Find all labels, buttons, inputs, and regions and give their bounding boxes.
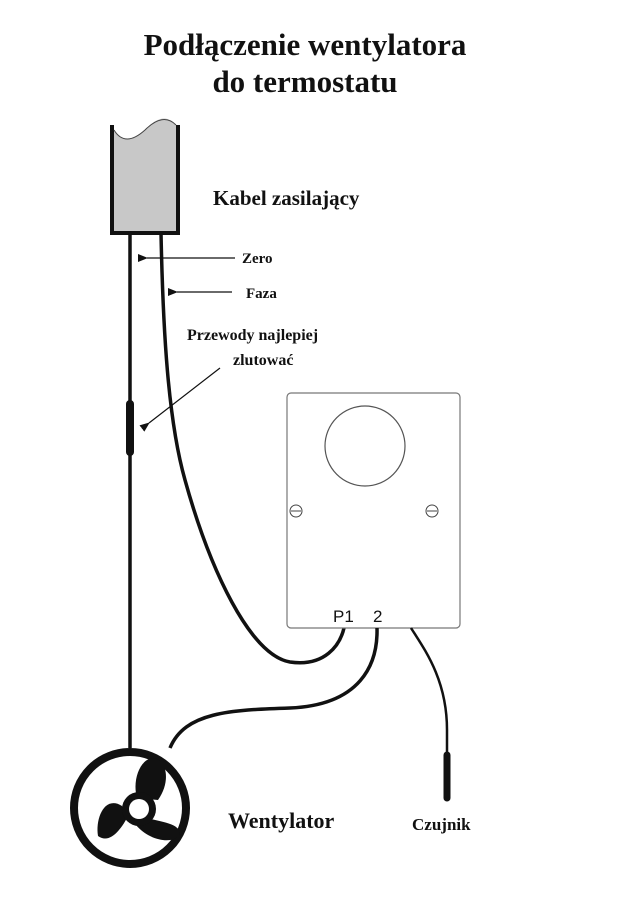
sensor-label: Czujnik	[412, 815, 471, 834]
fan-label: Wentylator	[228, 808, 335, 833]
phase-wire	[159, 232, 346, 665]
title-line1: Podłączenie wentylatora	[144, 27, 467, 62]
screw-icon	[425, 504, 439, 518]
terminal-p1-label: P1	[333, 607, 354, 626]
phase-label: Faza	[246, 286, 277, 302]
solder-arrow	[139, 367, 221, 432]
screw-icon	[289, 504, 303, 518]
fan-wire	[168, 627, 379, 749]
neutral-label: Zero	[242, 251, 273, 267]
fan-icon	[70, 748, 190, 868]
title-line2: do termostatu	[212, 64, 397, 99]
power-cable-label: Kabel zasilający	[213, 186, 360, 210]
thermostat-dial	[324, 405, 406, 487]
thermostat: P1 2	[286, 392, 461, 629]
solder-note-line2: zlutować	[233, 352, 293, 369]
power-cable-sheath	[110, 118, 180, 235]
terminal-2-label: 2	[373, 607, 382, 626]
solder-joint	[126, 400, 134, 456]
solder-note-line1: Przewody najlepiej	[187, 327, 318, 344]
sensor-wire	[409, 627, 449, 755]
